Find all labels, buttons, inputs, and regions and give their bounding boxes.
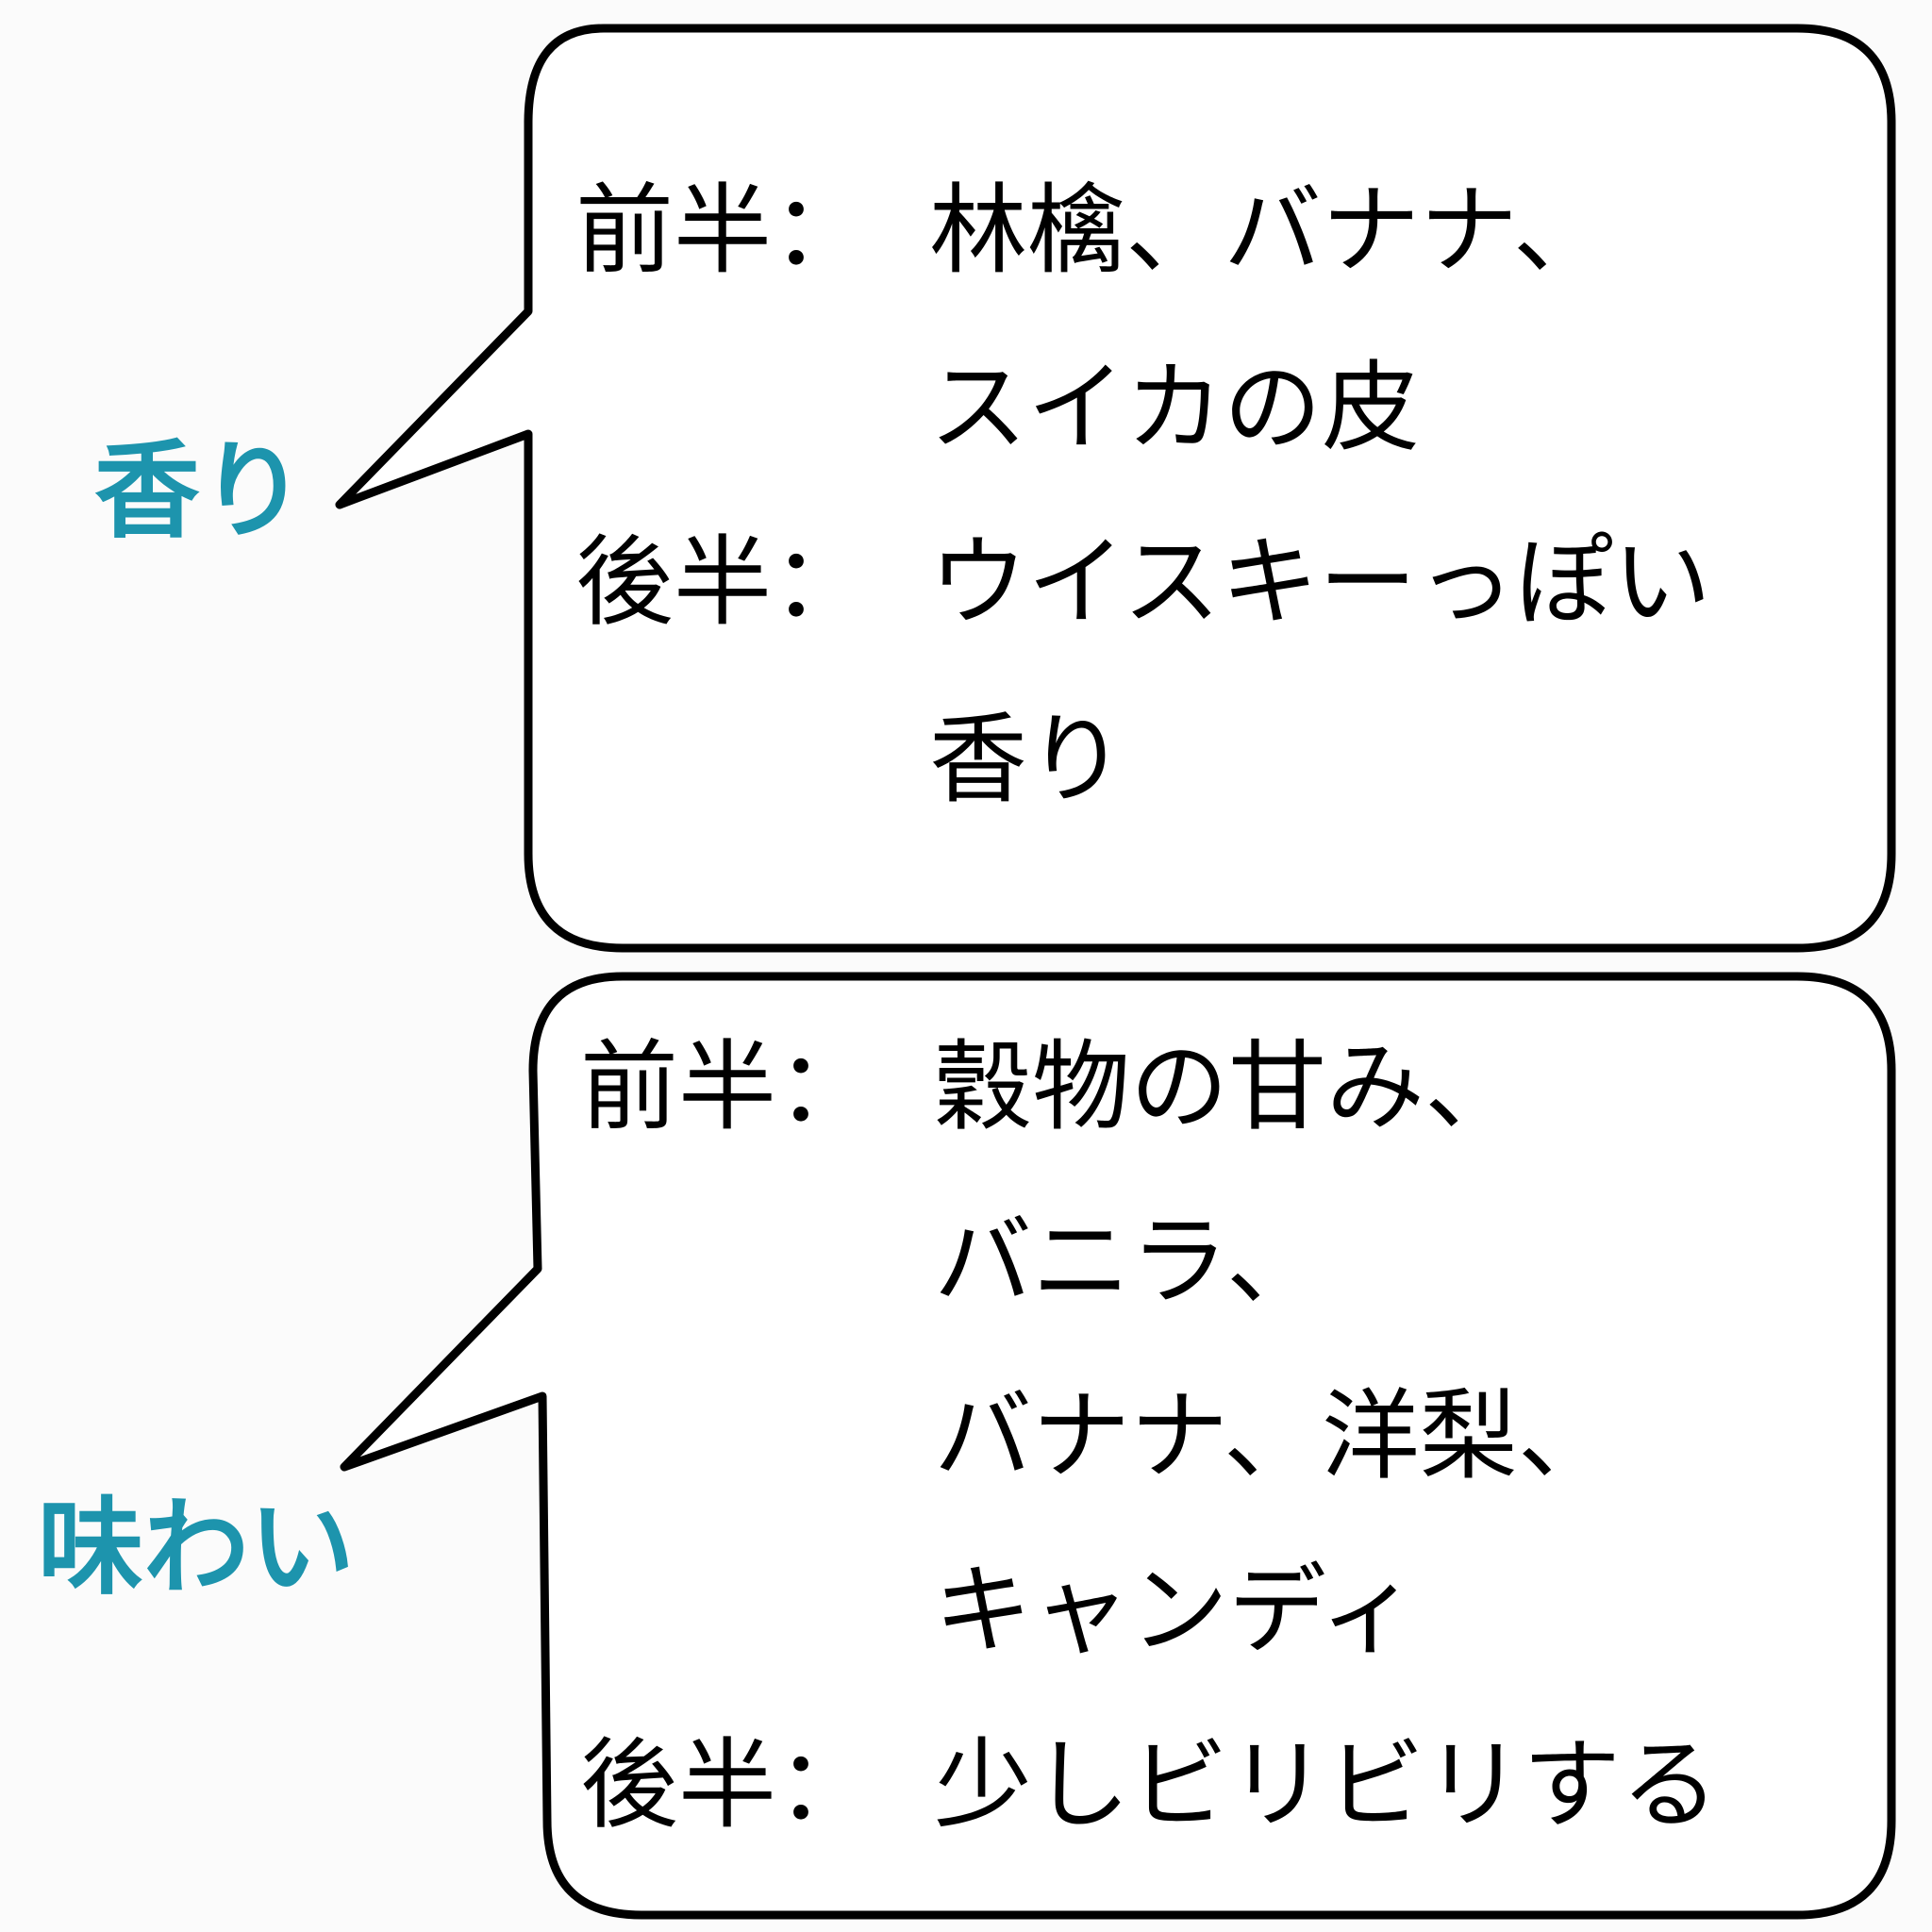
taste-second-half-key: 後半： xyxy=(580,1727,875,1842)
taste-first-line-2: バニラ、 xyxy=(934,1204,1324,1319)
aroma-first-half-key: 前半： xyxy=(575,173,871,288)
taste-first-line-4: キャンディ xyxy=(934,1553,1418,1668)
taste-second-line-1: 少しビリビリする xyxy=(934,1727,1720,1842)
aroma-second-line-2: 香り xyxy=(929,702,1126,817)
aroma-first-line-2: スイカの皮 xyxy=(929,350,1421,465)
taste-first-half-key: 前半： xyxy=(580,1029,875,1144)
aroma-first-line-1: 林檎、バナナ、 xyxy=(929,173,1611,288)
taste-label: 味わい xyxy=(38,1487,355,1609)
taste-speech-bubble xyxy=(340,972,1896,1920)
aroma-speech-bubble xyxy=(335,24,1896,953)
aroma-label: 香り xyxy=(94,430,306,553)
taste-first-line-3: バナナ、洋梨、 xyxy=(934,1378,1616,1493)
taste-first-line-1: 穀物の甘み、 xyxy=(934,1029,1524,1144)
aroma-second-half-key: 後半： xyxy=(575,525,871,640)
aroma-second-line-1: ウイスキーっぽい xyxy=(929,525,1711,640)
